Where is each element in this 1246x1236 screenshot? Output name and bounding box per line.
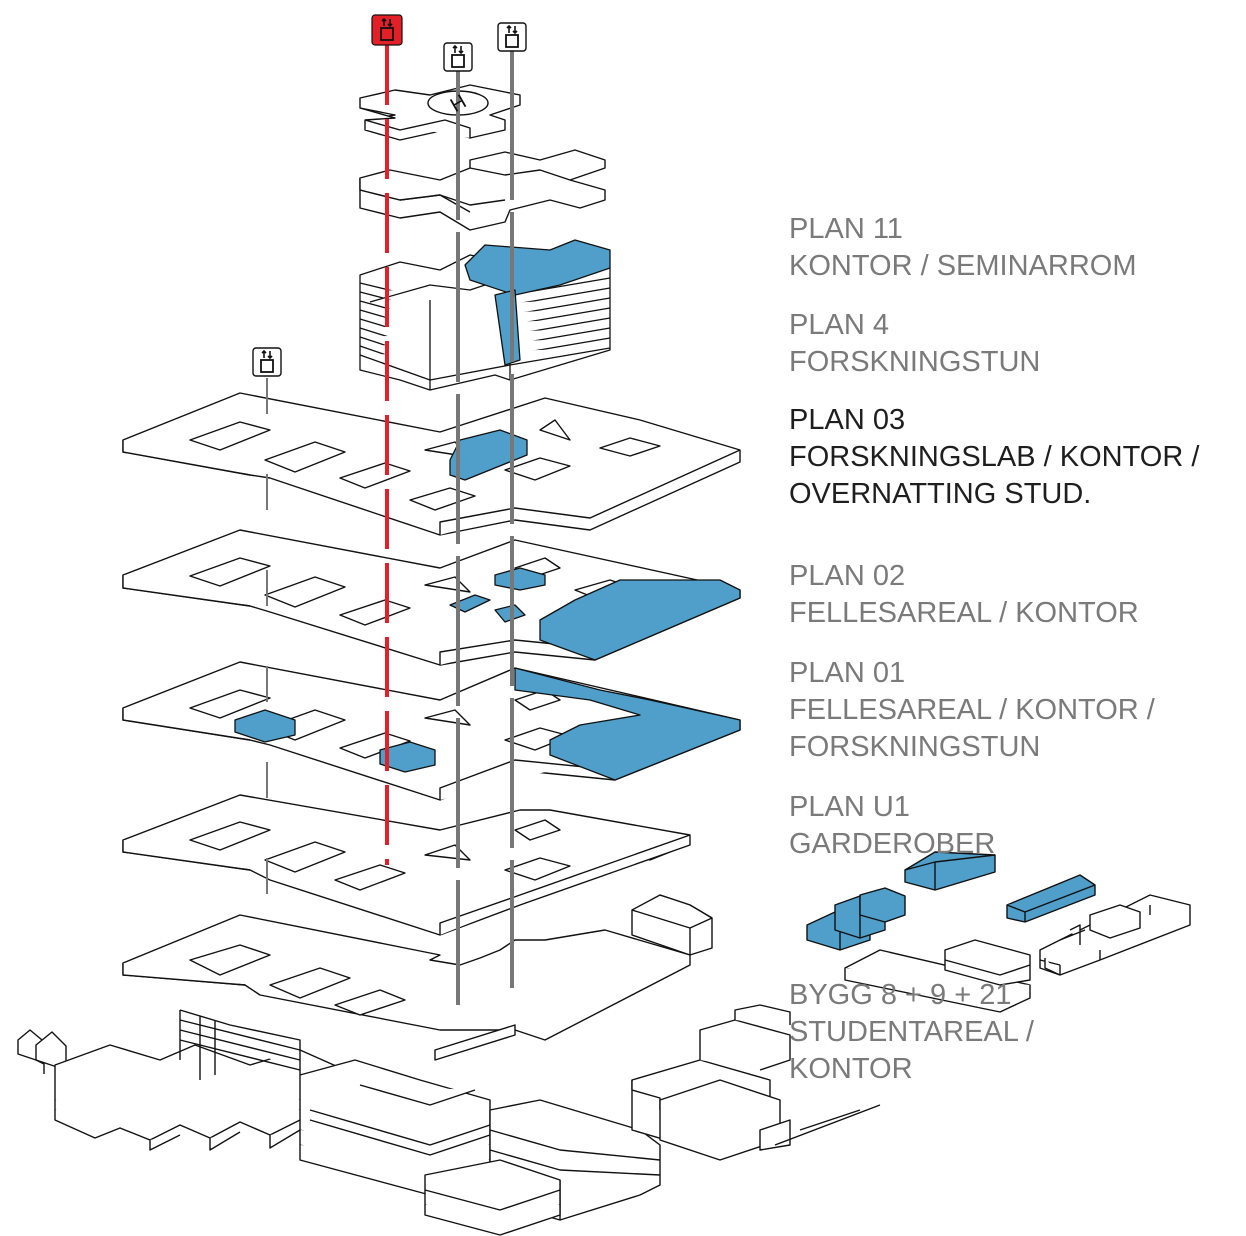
floor-level: PLAN 02 <box>789 560 906 592</box>
floor-level: BYGG 8 + 9 + 21 <box>789 979 1012 1011</box>
floor-highlights <box>234 429 741 781</box>
floor-label-plan-11: PLAN 11 KONTOR / SEMINARROM <box>789 211 1137 285</box>
upper-slabs <box>359 84 606 231</box>
floor-use: FORSKNINGSTUN <box>789 731 1041 763</box>
floor-label-plan-4: PLAN 4 FORSKNINGSTUN <box>789 307 1040 381</box>
elevator-shafts <box>266 45 514 1005</box>
building-label-bygg: BYGG 8 + 9 + 21 STUDENTAREAL / KONTOR <box>789 977 1034 1088</box>
floor-use: FELLESAREAL / KONTOR / <box>789 694 1155 726</box>
floor-use: FORSKNINGSLAB / KONTOR / <box>789 441 1200 473</box>
elevator-icon <box>252 347 282 377</box>
floor-level: PLAN 11 <box>789 213 903 245</box>
floor-label-plan-01: PLAN 01 FELLESAREAL / KONTOR / FORSKNING… <box>789 655 1155 766</box>
floor-slab-plan-u1 <box>122 794 691 936</box>
floor-label-plan-02: PLAN 02 FELLESAREAL / KONTOR <box>789 558 1139 632</box>
floor-level: PLAN 01 <box>789 657 906 689</box>
elevator-icon <box>443 42 473 72</box>
floor-label-plan-u1: PLAN U1 GARDEROBER <box>789 789 995 863</box>
floor-use: FORSKNINGSTUN <box>789 346 1041 378</box>
floor-slab-plan-u0 <box>122 914 691 1061</box>
floor-label-plan-03: PLAN 03 FORSKNINGSLAB / KONTOR / OVERNAT… <box>789 402 1199 513</box>
ground-context <box>17 894 1191 1236</box>
floor-use: STUDENTAREAL / <box>789 1016 1034 1048</box>
tower-stack <box>359 254 611 391</box>
floor-level: PLAN 4 <box>789 309 889 341</box>
floor-use: GARDEROBER <box>789 828 996 860</box>
floor-slab-plan-03 <box>122 392 741 536</box>
floor-level: PLAN U1 <box>789 791 910 823</box>
floor-use: KONTOR / SEMINARROM <box>789 250 1137 282</box>
floor-use: KONTOR <box>789 1053 913 1085</box>
floor-use: OVERNATTING STUD. <box>789 478 1092 510</box>
elevator-icon <box>497 22 527 52</box>
emergency-elevator-icon <box>371 14 403 46</box>
floor-level: PLAN 03 <box>789 404 906 436</box>
floor-use: FELLESAREAL / KONTOR <box>789 597 1139 629</box>
